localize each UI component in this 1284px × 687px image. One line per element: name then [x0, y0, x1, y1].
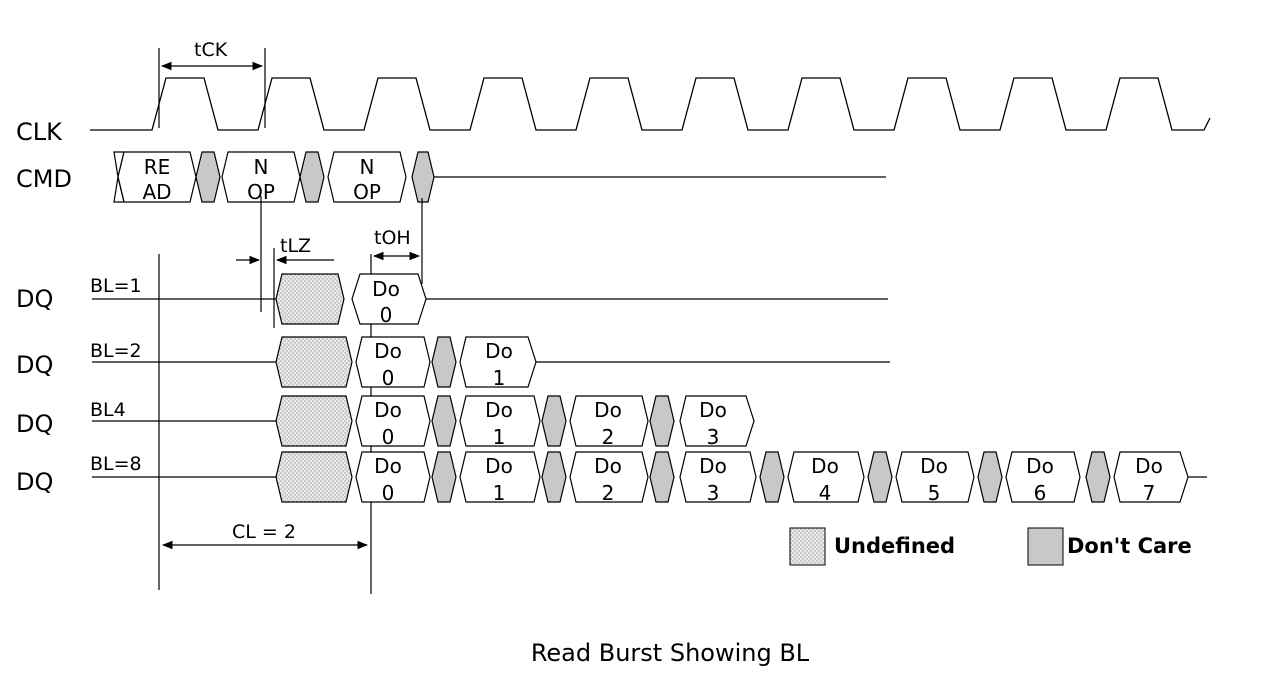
dq-row-bl4: Do 0 Do 1 Do 2 Do 3 — [92, 395, 755, 449]
legend-undefined-label: Undefined — [834, 534, 955, 558]
bl4-do1-line1: Do — [485, 398, 513, 422]
legend-undefined-swatch — [789, 527, 826, 566]
dont-care-cell — [1085, 451, 1111, 503]
dont-care-cell — [541, 451, 567, 503]
bl1-do0-line1: Do — [372, 277, 400, 301]
bl8-do5-line1: Do — [920, 454, 948, 478]
data-out-cell — [459, 395, 541, 447]
legend: Undefined Don't Care — [789, 527, 1192, 566]
cmd-dontcare-2 — [299, 151, 325, 203]
dont-care-cell — [431, 451, 457, 503]
data-out-cell — [459, 336, 537, 388]
dq-label-4: DQ — [16, 410, 53, 438]
data-out-cell — [351, 273, 427, 325]
cmd-dontcare-3 — [411, 151, 435, 203]
undefined-cell — [275, 451, 353, 503]
dq-label-1: DQ — [16, 285, 53, 313]
data-out-cell — [895, 451, 975, 503]
bl8-do4-line2: 4 — [819, 481, 832, 505]
dont-care-cell — [759, 451, 785, 503]
bl8-do6-line2: 6 — [1034, 481, 1047, 505]
dq-label-8: DQ — [16, 468, 53, 496]
burst-label-bl1: BL=1 — [90, 275, 142, 297]
bl8-do1-line2: 1 — [493, 481, 506, 505]
tck-label: tCK — [194, 39, 228, 61]
dont-care-cell — [649, 395, 675, 447]
bl8-do5-line2: 5 — [928, 481, 941, 505]
undefined-cell — [275, 273, 345, 325]
bl4-do1-line2: 1 — [493, 425, 506, 449]
cmd-nop2-line2: OP — [353, 180, 381, 204]
bl8-do7-line1: Do — [1135, 454, 1163, 478]
burst-label-bl8: BL=8 — [90, 453, 142, 475]
cl-label: CL = 2 — [232, 521, 296, 543]
data-out-cell — [569, 395, 649, 447]
clk-waveform — [90, 77, 1211, 131]
bl8-do7-line2: 7 — [1143, 481, 1156, 505]
cmd-label: CMD — [16, 165, 72, 193]
bl8-do2-line2: 2 — [602, 481, 615, 505]
cmd-read-line1: RE — [144, 155, 171, 179]
dq-row-bl2: Do 0 Do 1 — [92, 336, 890, 390]
data-out-cell — [679, 451, 757, 503]
dont-care-cell — [867, 451, 893, 503]
dont-care-cell — [431, 336, 457, 388]
cmd-cell-nop-1 — [221, 151, 301, 203]
data-out-cell — [787, 451, 865, 503]
dont-care-cell — [977, 451, 1003, 503]
cmd-read-line2: AD — [142, 180, 171, 204]
bl8-do4-line1: Do — [811, 454, 839, 478]
bl4-do3-line2: 3 — [707, 425, 720, 449]
dont-care-cell — [649, 451, 675, 503]
bl2-do0-line1: Do — [374, 339, 402, 363]
cmd-dontcare-1 — [195, 151, 221, 203]
bl8-do6-line1: Do — [1026, 454, 1054, 478]
data-out-cell — [569, 451, 649, 503]
dq-label-2: DQ — [16, 351, 53, 379]
bl8-do2-line1: Do — [594, 454, 622, 478]
data-out-cell — [459, 451, 541, 503]
diagram-caption: Read Burst Showing BL — [530, 639, 810, 667]
bl4-do2-line2: 2 — [602, 425, 615, 449]
bl8-do1-line1: Do — [485, 454, 513, 478]
bl8-do0-line2: 0 — [382, 481, 395, 505]
undefined-cell — [275, 336, 353, 388]
cmd-nop2-line1: N — [360, 155, 375, 179]
data-out-cell — [1113, 451, 1189, 503]
tlz-label: tLZ — [280, 235, 311, 257]
burst-label-bl2: BL=2 — [90, 340, 142, 362]
bl4-do2-line1: Do — [594, 398, 622, 422]
cmd-cell-nop-2 — [327, 151, 407, 203]
burst-label-bl4: BL4 — [90, 399, 126, 421]
bl2-do1-line2: 1 — [493, 366, 506, 390]
bl2-do1-line1: Do — [485, 339, 513, 363]
cmd-row: RE AD N OP N OP — [113, 151, 886, 204]
dq-row-bl8: Do 0 Do 1 Do 2 Do 3 Do 4 Do 5 Do 6 Do 7 — [92, 451, 1207, 505]
toh-label: tOH — [374, 227, 411, 249]
bl8-do3-line2: 3 — [707, 481, 720, 505]
legend-dontcare-label: Don't Care — [1067, 534, 1192, 558]
dq-row-bl1: Do 0 — [92, 273, 888, 327]
clk-label: CLK — [16, 118, 63, 146]
cmd-nop1-line1: N — [254, 155, 269, 179]
dont-care-cell — [541, 395, 567, 447]
bl8-do0-line1: Do — [374, 454, 402, 478]
dont-care-cell — [431, 395, 457, 447]
undefined-cell — [275, 395, 353, 447]
data-out-cell — [1005, 451, 1081, 503]
bl2-do0-line2: 0 — [382, 366, 395, 390]
data-out-cell — [679, 395, 755, 447]
bl4-do0-line2: 0 — [382, 425, 395, 449]
data-out-cell — [355, 451, 431, 503]
bl4-do3-line1: Do — [699, 398, 727, 422]
data-out-cell — [355, 395, 431, 447]
bl1-do0-line2: 0 — [380, 303, 393, 327]
legend-dontcare-swatch — [1027, 527, 1064, 566]
bl8-do3-line1: Do — [699, 454, 727, 478]
bl4-do0-line1: Do — [374, 398, 402, 422]
data-out-cell — [355, 336, 431, 388]
